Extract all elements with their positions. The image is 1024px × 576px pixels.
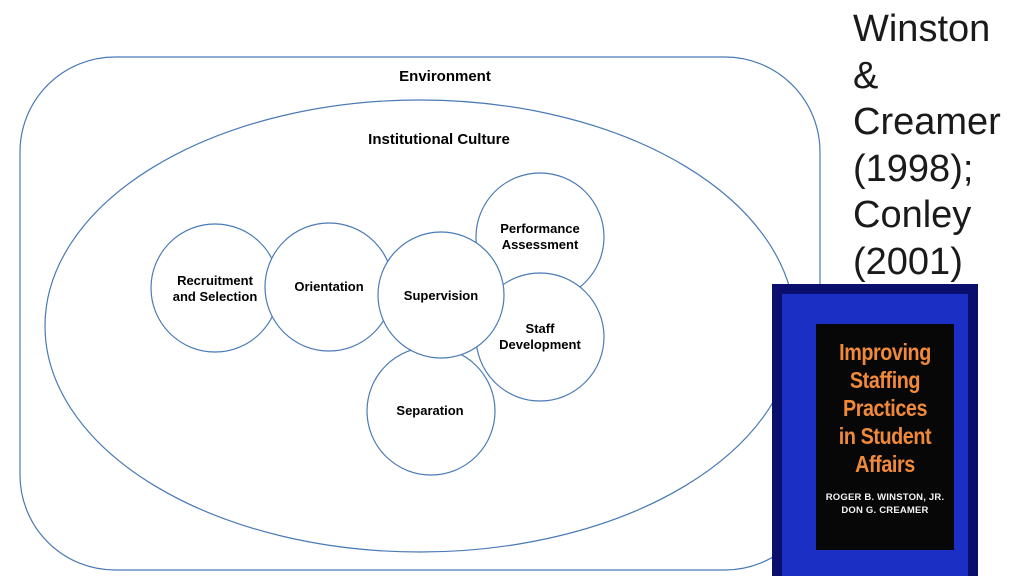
node-performance-assessment: Performance Assessment <box>475 172 605 302</box>
book-title-line: Improving <box>839 339 931 365</box>
citation-line: Creamer <box>853 101 1001 143</box>
node-recruitment-label-1: Recruitment <box>177 273 254 288</box>
book-title-line: Staffing <box>849 367 921 393</box>
citation-line: (1998); <box>853 147 974 190</box>
book-author-1: ROGER B. WINSTON, JR. <box>825 492 945 503</box>
node-staff-development-label-1: Staff <box>526 321 556 336</box>
book-cover-frame: Improving Staffing Practices in Student … <box>782 294 968 576</box>
citation-text: Winston & Creamer (1998); Conley (2001) <box>853 6 1023 285</box>
citation-line: (2001) <box>853 240 963 283</box>
node-separation: Separation <box>366 346 496 476</box>
node-recruitment-circle <box>150 223 280 353</box>
node-performance-label-1: Performance <box>500 221 579 236</box>
citation-line: & <box>853 54 879 97</box>
node-staff-development: Staff Development <box>475 272 605 402</box>
node-orientation: Orientation <box>264 222 394 352</box>
environment-label: Environment <box>399 68 491 85</box>
book-cover-image: Improving Staffing Practices in Student … <box>772 284 978 576</box>
node-recruitment: Recruitment and Selection <box>150 223 280 353</box>
node-orientation-label: Orientation <box>294 279 363 294</box>
node-performance-label-2: Assessment <box>502 237 579 252</box>
book-title: Improving Staffing Practices in Student … <box>826 338 945 478</box>
book-title-line: Affairs <box>855 451 915 477</box>
book-author-2: DON G. CREAMER <box>841 505 929 516</box>
node-staff-development-label-2: Development <box>499 337 581 352</box>
node-recruitment-label-2: and Selection <box>173 289 258 304</box>
citation-line: Conley <box>853 194 972 236</box>
institutional-culture-label: Institutional Culture <box>368 131 510 148</box>
book-title-line: Practices <box>842 395 928 421</box>
book-title-line: in Student <box>838 423 932 449</box>
node-separation-label: Separation <box>396 403 463 418</box>
node-supervision-circle <box>377 231 505 359</box>
citation-line: Winston <box>853 8 991 50</box>
node-supervision: Supervision <box>377 231 505 359</box>
node-supervision-label: Supervision <box>404 288 478 303</box>
book-cover-panel: Improving Staffing Practices in Student … <box>816 324 954 550</box>
